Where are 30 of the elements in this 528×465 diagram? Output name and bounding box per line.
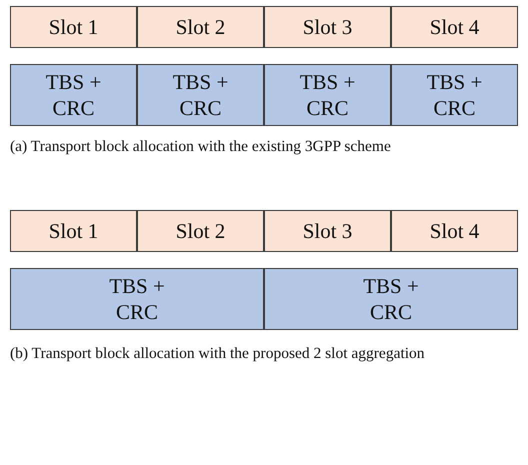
transport-block-cell: [264, 64, 391, 126]
slot-cell: [391, 210, 518, 252]
cell-label: TBS + CRC: [426, 68, 484, 122]
slot-label: Slot 4: [430, 14, 480, 40]
cell-label: TBS + CRC: [108, 272, 166, 326]
slot-label: Slot 3: [302, 218, 352, 244]
figure-caption: (a) Transport block allocation with the existing 3GPP scheme: [10, 137, 392, 157]
slot-label: Slot 3: [302, 14, 352, 40]
slot-label: Slot 4: [430, 218, 480, 244]
cell-label: TBS + CRC: [44, 68, 102, 122]
cell-label: TBS + CRC: [172, 68, 230, 122]
slot-label: Slot 2: [176, 14, 226, 40]
transport-block-cell: [391, 64, 518, 126]
slot-cell: [10, 6, 137, 48]
slot-label: Slot 1: [48, 218, 98, 244]
slot-label: Slot 1: [48, 14, 98, 40]
transport-block-cell: [10, 268, 264, 330]
transport-block-cell: [137, 64, 264, 126]
slot-cell: [137, 210, 264, 252]
transport-block-cell: [10, 64, 137, 126]
cell-label: TBS + CRC: [362, 272, 420, 326]
slot-cell: [10, 210, 137, 252]
transport-block-cell: [264, 268, 518, 330]
slot-cell: [137, 6, 264, 48]
slot-cell: [391, 6, 518, 48]
figure-caption: (b) Transport block allocation with the proposed 2 slot aggregation: [10, 344, 426, 364]
slot-cell: [264, 6, 391, 48]
cell-label: TBS + CRC: [298, 68, 356, 122]
slot-label: Slot 2: [176, 218, 226, 244]
slot-cell: [264, 210, 391, 252]
